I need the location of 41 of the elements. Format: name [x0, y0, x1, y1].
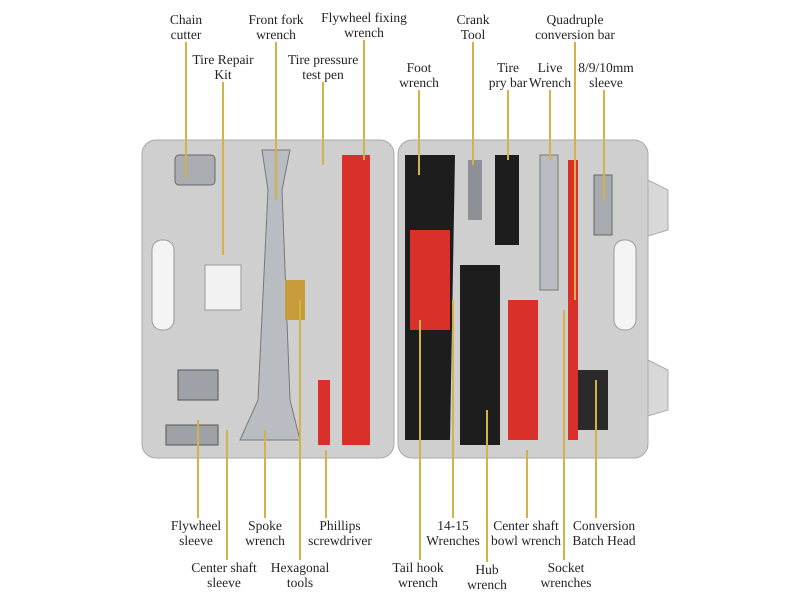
part-label: Socket wrenches: [528, 560, 604, 590]
part-label: Quadruple conversion bar: [520, 12, 630, 42]
leader-line: [603, 90, 605, 200]
part-label: Tire pry bar: [488, 60, 528, 90]
leader-line: [299, 300, 301, 560]
part-label: Tire Repair Kit: [187, 52, 259, 82]
leader-line: [222, 82, 224, 255]
part-label: Front fork wrench: [245, 12, 307, 42]
leader-line: [563, 310, 565, 560]
leader-line: [486, 410, 488, 562]
leader-line: [418, 90, 420, 175]
leader-line: [595, 380, 597, 518]
part-label: Tail hook wrench: [385, 560, 451, 590]
leader-line: [322, 82, 324, 165]
leader-line: [419, 320, 421, 560]
leader-line: [325, 450, 327, 518]
part-label: Foot wrench: [389, 60, 449, 90]
part-label: Hub wrench: [462, 562, 512, 592]
leader-line: [507, 90, 509, 160]
leader-line: [197, 420, 199, 518]
part-label: Center shaft sleeve: [186, 560, 262, 590]
part-label: Crank Tool: [448, 12, 498, 42]
part-label: Flywheel sleeve: [168, 518, 224, 548]
part-label: 14-15 Wrenches: [424, 518, 482, 548]
leader-line: [264, 430, 266, 518]
leader-line: [549, 90, 551, 160]
leader-line: [574, 42, 576, 300]
leader-line: [472, 42, 474, 165]
part-label: Tire pressure test pen: [281, 52, 365, 82]
leader-line: [452, 300, 454, 518]
part-label: Flywheel fixing wrench: [314, 10, 414, 40]
leader-line: [363, 40, 365, 160]
leader-line: [185, 42, 187, 178]
leader-line: [275, 42, 277, 200]
part-label: Hexagonal tools: [265, 560, 335, 590]
leader-line: [526, 450, 528, 518]
part-label: Phillips screwdriver: [297, 518, 383, 548]
part-label: 8/9/10mm sleeve: [573, 60, 639, 90]
part-label: Chain cutter: [160, 12, 212, 42]
part-label: Spoke wrench: [237, 518, 293, 548]
leader-line: [226, 430, 228, 560]
